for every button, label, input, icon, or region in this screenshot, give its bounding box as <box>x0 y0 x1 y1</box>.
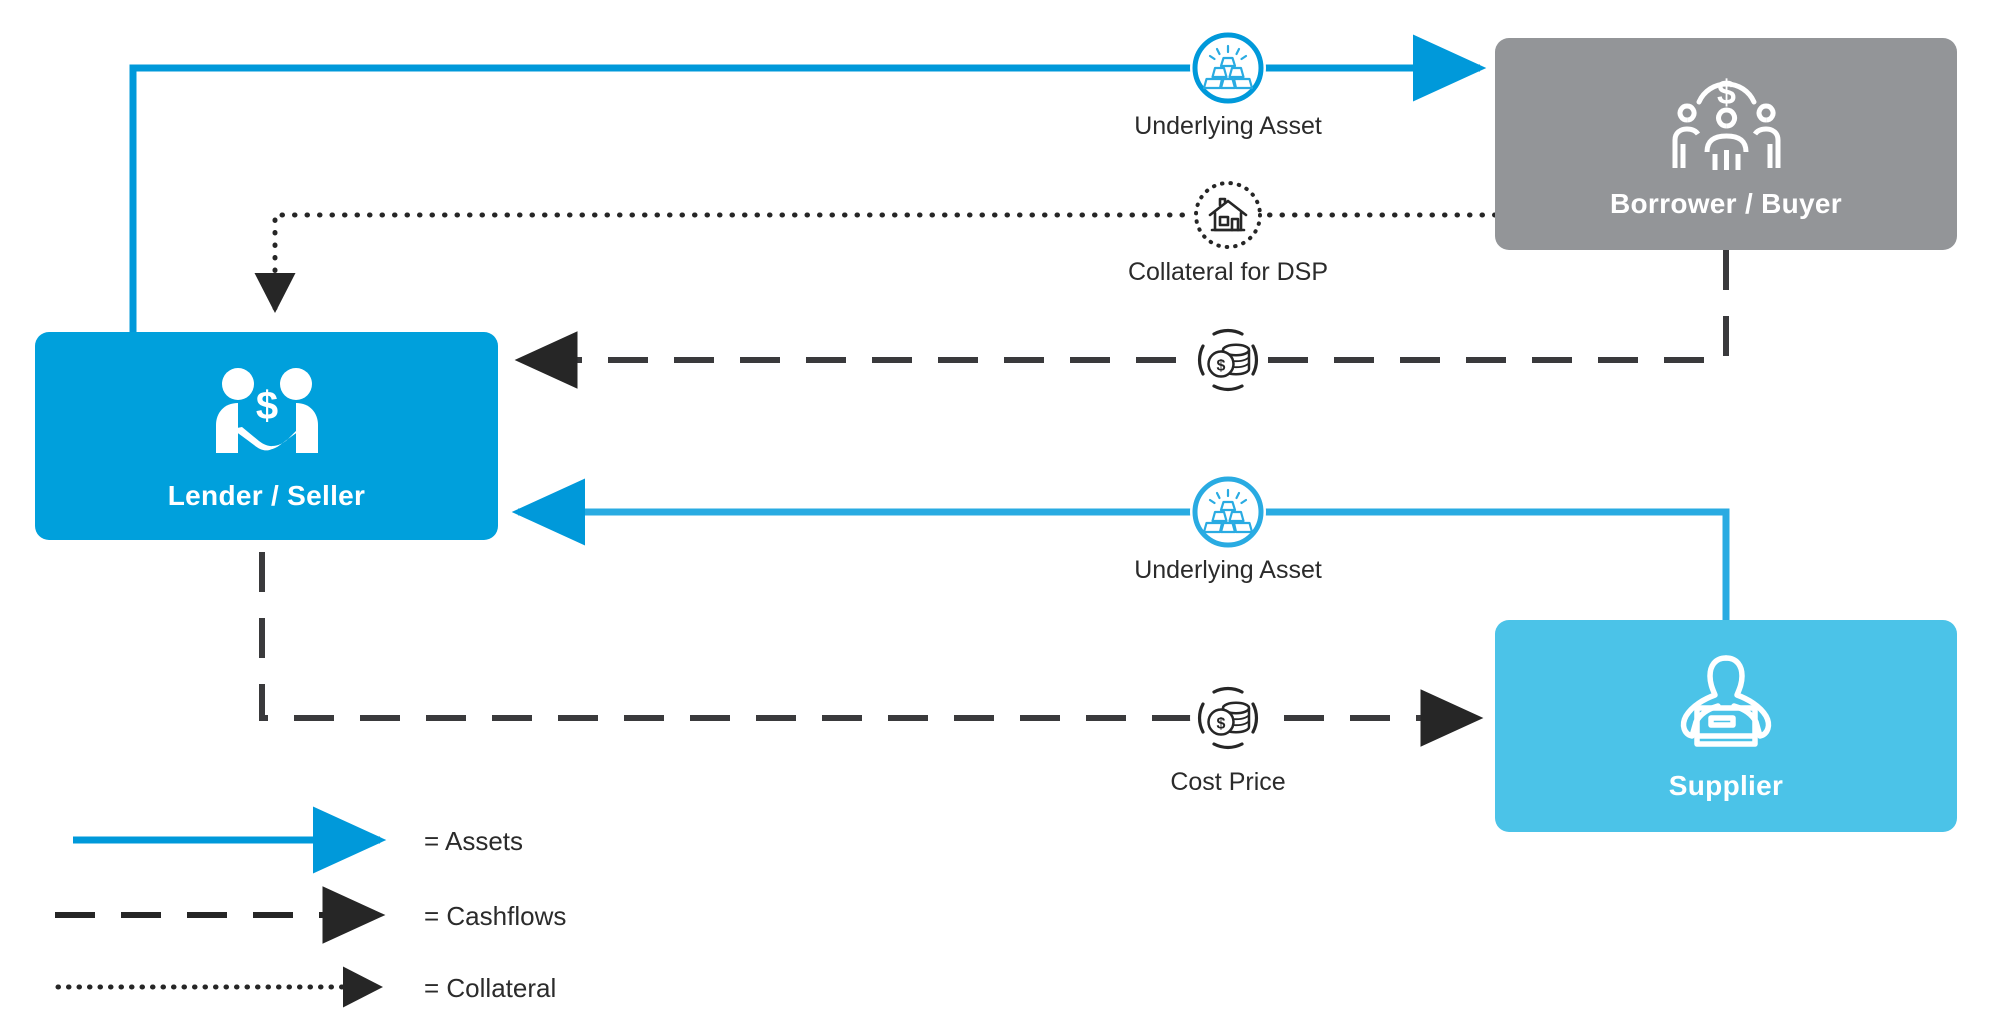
edge-label-cost-price: Cost Price <box>1170 768 1286 796</box>
legend-label-cashflows: = Cashflows <box>424 901 567 931</box>
edge-label-underlying-asset-top: Underlying Asset <box>1134 112 1322 140</box>
svg-text:$: $ <box>1717 74 1736 112</box>
edge-label-collateral: Collateral for DSP <box>1127 258 1329 286</box>
coins-dollar-icon: $ <box>1190 322 1266 398</box>
node-supplier[interactable]: Supplier <box>1495 620 1957 832</box>
worker-box-icon <box>1680 655 1772 747</box>
coins-dollar-icon: $ <box>1190 680 1266 756</box>
house-icon <box>1190 177 1266 253</box>
node-label-lender-seller: Lender / Seller <box>167 479 366 511</box>
node-lender-seller[interactable]: $ Lender / Seller <box>35 332 498 540</box>
node-label-supplier: Supplier <box>1668 770 1784 801</box>
people-dollar-icon: $ <box>1672 74 1780 170</box>
svg-text:$: $ <box>1217 358 1226 375</box>
gold-bars-glyph <box>1192 32 1264 104</box>
house-glyph <box>1194 181 1262 249</box>
coins-dollar-glyph: $ <box>1198 687 1258 749</box>
legend-label-collateral: = Collateral <box>424 973 557 1003</box>
coins-dollar-glyph: $ <box>1198 329 1258 391</box>
svg-text:$: $ <box>1217 716 1226 733</box>
gold-bars-icon <box>1190 474 1266 550</box>
edge-underlying-asset-bottom <box>511 478 1730 620</box>
handshake-dollar-icon: $ <box>215 367 318 453</box>
gold-bars-icon <box>1190 30 1266 106</box>
node-borrower-buyer[interactable]: $ Borrower / Buyer <box>1495 38 1957 250</box>
edge-cashflow-lender-to-supplier <box>259 552 1484 747</box>
legend-label-assets: = Assets <box>424 826 523 856</box>
edge-label-underlying-asset-bottom: Underlying Asset <box>1134 556 1322 584</box>
edge-underlying-asset-top <box>129 34 1487 345</box>
svg-text:$: $ <box>255 384 277 428</box>
gold-bars-glyph <box>1192 476 1264 548</box>
edge-cashflow-borrower-to-lender <box>514 250 1729 389</box>
node-label-borrower-buyer: Borrower / Buyer <box>1610 188 1842 219</box>
